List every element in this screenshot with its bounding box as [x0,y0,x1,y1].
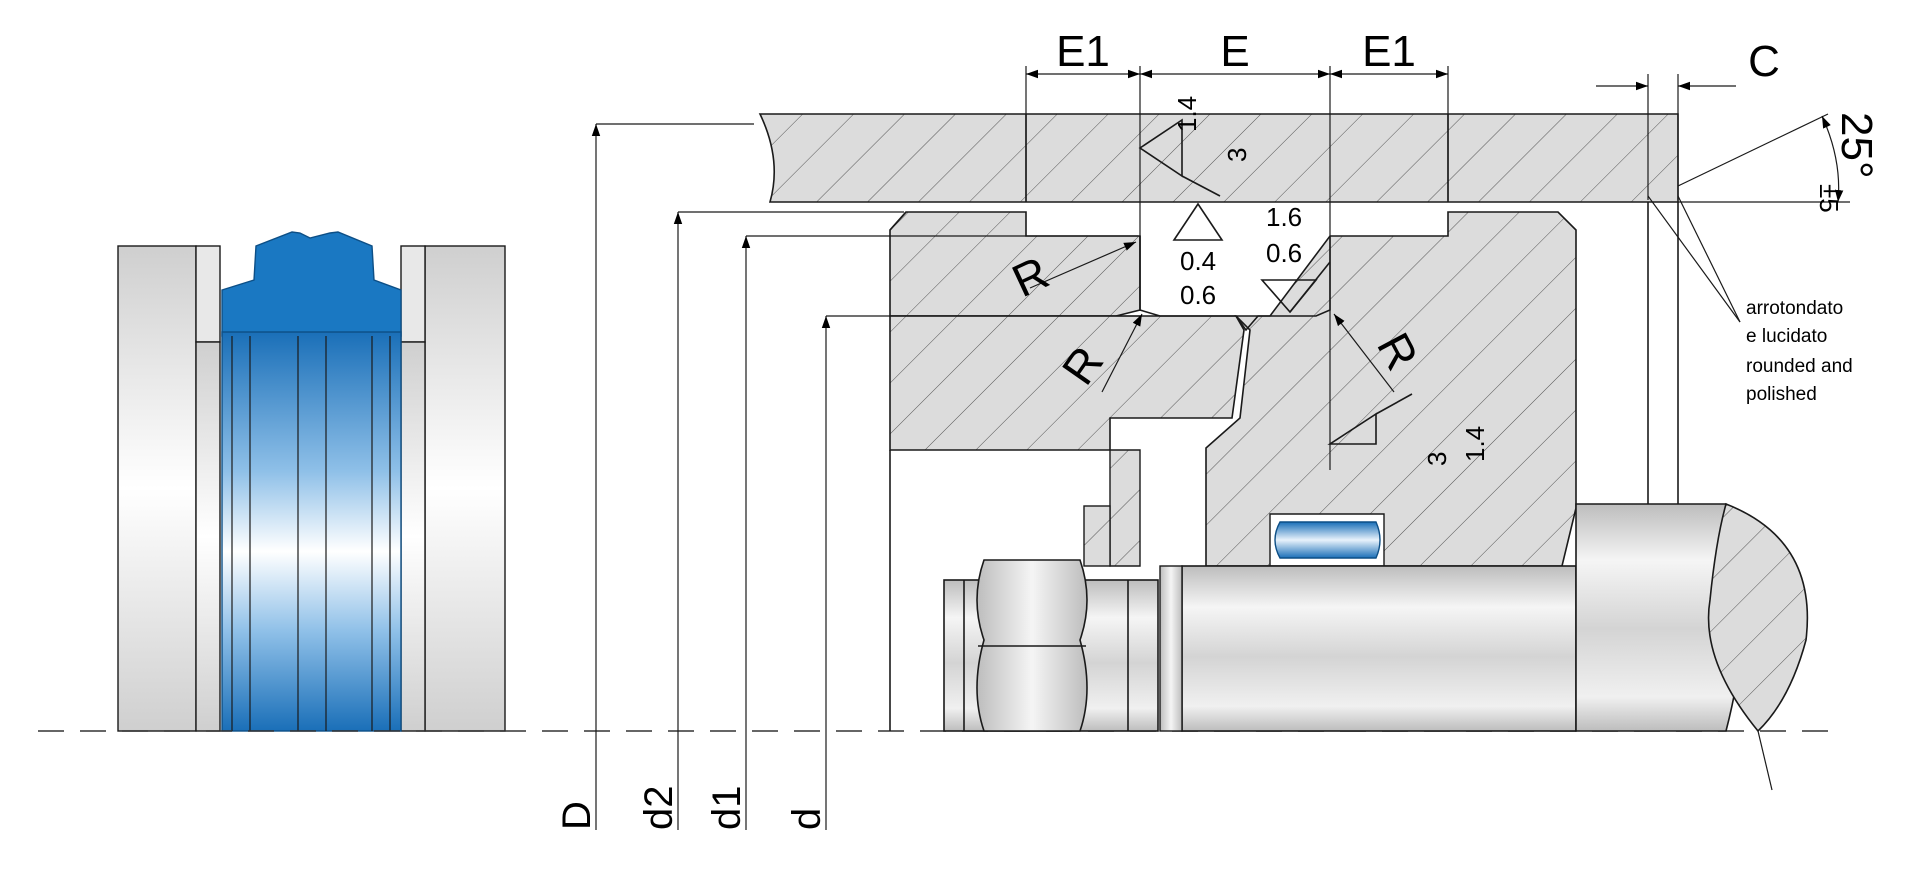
cylinder-housing [758,113,1679,203]
dimension-lines [591,66,1850,830]
left-groove-shoulder [195,245,221,343]
finish-housing-1: 1.4 [1172,96,1202,132]
seal-groove [1139,236,1331,332]
dim-c: C [1748,37,1780,86]
right-housing-wall [424,245,506,732]
note-en-2: polished [1746,384,1817,405]
finish-housing-2: 3 [1222,148,1252,162]
note-it-1: arrotondato [1746,298,1843,319]
dim-e: E [1220,27,1249,76]
dim-e1-left: E1 [1056,27,1110,76]
finish-bottom-2: 0.6 [1266,238,1302,268]
finish-piston-2: 1.4 [1460,426,1490,462]
piston-left-lower [889,315,1245,451]
finish-piston-1: 3 [1422,452,1452,466]
dim-d2: d2 [637,786,681,831]
seal-body-lines [231,336,391,731]
seal-profile [221,231,402,337]
surface-finish-symbols [1138,118,1413,445]
dim-d1: d1 [705,786,749,831]
note-en-1: rounded and [1746,356,1853,377]
right-piston-wall [400,341,426,732]
right-groove-shoulder [400,245,426,343]
seal-body [221,331,402,732]
angle-tolerance: ±5 [1814,184,1844,213]
dim-d: d [785,808,829,830]
note-it-2: e lucidato [1746,326,1827,347]
piston-rod [1181,565,1577,732]
dim-e1-right: E1 [1362,27,1416,76]
dim-D: D [555,801,599,830]
finish-bottom-1: 1.6 [1266,202,1302,232]
angle-value: 25° [1832,112,1881,179]
inner-seal [1274,521,1381,559]
left-piston-wall [195,341,221,732]
seal-assembly-view [117,231,506,732]
finish-flank-1: 0.4 [1180,246,1216,276]
left-housing-wall [117,245,197,732]
finish-flank-2: 0.6 [1180,280,1216,310]
piston-left-hub [1109,449,1141,567]
rod-section [1707,502,1809,733]
